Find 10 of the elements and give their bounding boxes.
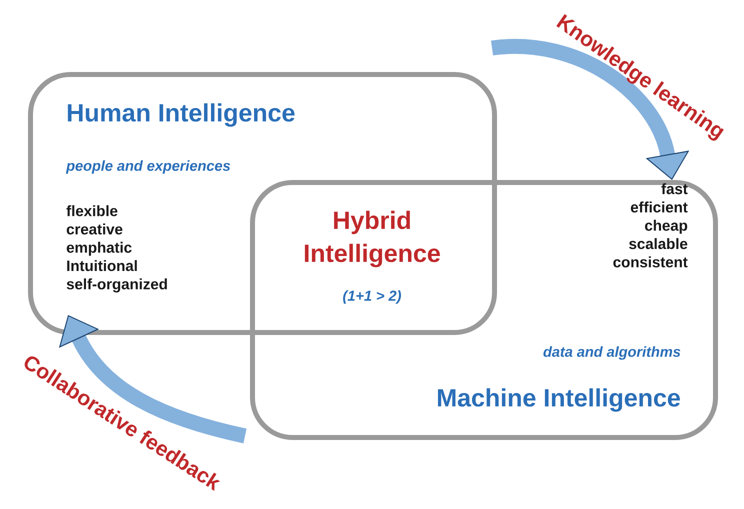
- curved-arrow: [491, 38, 690, 180]
- subtitle: people and experiences: [66, 160, 230, 174]
- curved-arrow: [58, 315, 247, 444]
- heading: Machine Intelligence: [438, 388, 680, 412]
- heading: Human Intelligence: [68, 103, 295, 127]
- trait-list: flexible creative emphatic Intuitional self-organized: [66, 205, 167, 292]
- subtitle: data and algorithms: [543, 346, 680, 360]
- trait-list: fast efficient cheap scalable consistent: [613, 183, 688, 268]
- formula-text: (1+1 > 2): [343, 290, 401, 304]
- heading: Hybrid Intelligence: [304, 210, 440, 268]
